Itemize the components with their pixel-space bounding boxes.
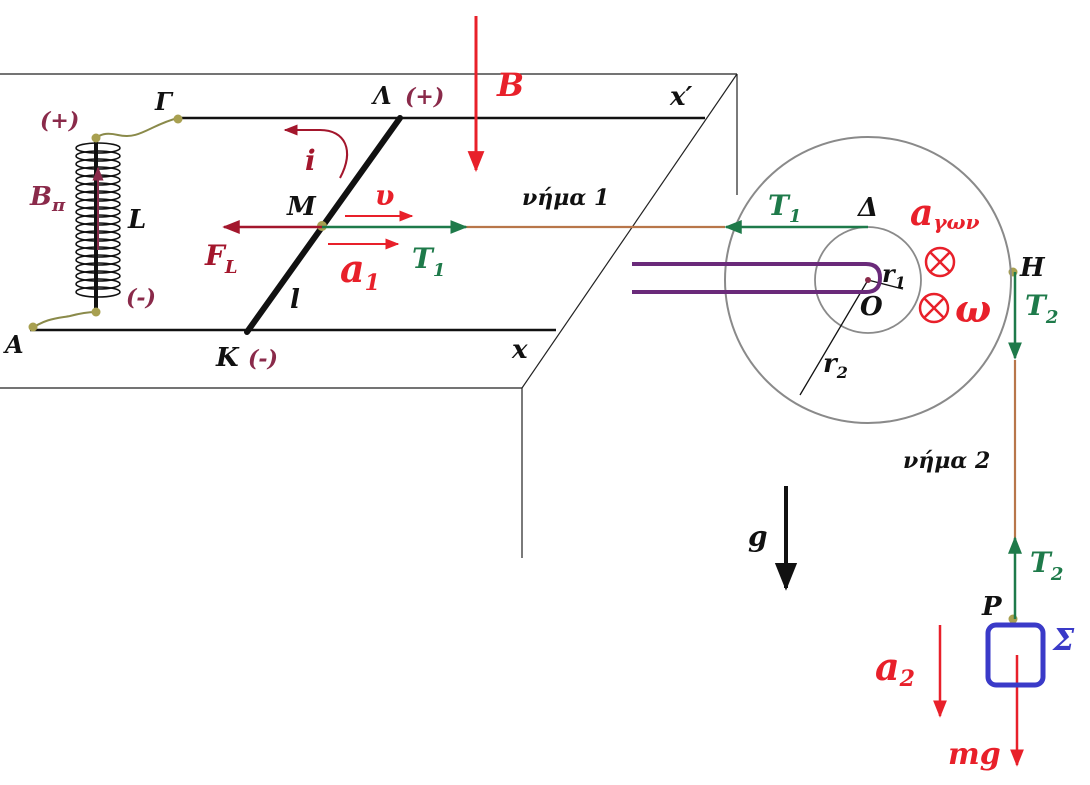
alpha-point xyxy=(28,322,38,332)
upper-lead xyxy=(95,117,179,139)
lorentz-force-label: FL xyxy=(204,239,238,278)
mass-block xyxy=(985,622,1046,688)
center-O-label: O xyxy=(860,292,883,322)
coil-plus-label: (+) xyxy=(40,108,79,134)
inductance-L-label: L xyxy=(127,205,146,235)
coil-turn xyxy=(75,262,121,274)
gamma-point xyxy=(173,114,183,124)
T2-top-label: T2 xyxy=(1025,289,1058,328)
T1-rod-label: T1 xyxy=(412,242,445,281)
table-outline xyxy=(0,73,738,558)
rod-length-l-label: l xyxy=(290,285,300,315)
coil-top-terminal xyxy=(91,133,101,143)
coil-turn xyxy=(75,278,121,290)
lambda-label: Λ xyxy=(371,81,392,110)
into-page-symbol-icon xyxy=(924,246,956,278)
lambda-sign-label: (+) xyxy=(405,84,444,110)
terminal-dots xyxy=(28,114,1018,624)
pulley-icon xyxy=(724,136,1012,424)
current-arrow xyxy=(283,124,349,179)
point-A-label: A xyxy=(3,330,24,359)
pulley-center xyxy=(865,277,871,283)
into-page-symbol-icon xyxy=(918,292,950,324)
angular-acceleration-label: aγων xyxy=(910,192,980,234)
rails xyxy=(30,116,705,332)
K-sign-label: (-) xyxy=(248,346,278,372)
coil-turn xyxy=(75,254,121,266)
gravity-g-label: g xyxy=(748,520,768,553)
radius-r1-label: r1 xyxy=(882,259,906,292)
r1-radius-line xyxy=(867,279,904,290)
current-i-label: i xyxy=(305,144,316,177)
axle-support xyxy=(632,262,883,294)
mass-sigma-label: Σ xyxy=(1052,623,1075,658)
lower-lead xyxy=(29,311,97,331)
weight-mg-label: mg xyxy=(948,737,1001,772)
point-delta-label: Δ xyxy=(856,193,878,223)
point-K-label: K xyxy=(215,343,240,373)
x-prime-label: x′ xyxy=(669,82,693,112)
acceleration-a2-label: a2 xyxy=(875,644,915,692)
point-H-label: H xyxy=(1019,253,1046,283)
coil-turn xyxy=(75,142,121,154)
T2-bottom-label: T2 xyxy=(1030,546,1063,585)
x-label: x xyxy=(511,335,528,365)
coil-minus-label: (-) xyxy=(126,285,156,311)
field-B-label: B xyxy=(496,66,524,104)
coil-turn xyxy=(75,150,121,162)
coil-turn xyxy=(75,270,121,282)
coil-bottom-terminal xyxy=(91,307,101,317)
gamma-label: Γ xyxy=(154,87,174,116)
r2-radius-line xyxy=(799,279,869,396)
T1-pulley-label: T1 xyxy=(768,189,801,227)
thread-1-label: νήμα 1 xyxy=(522,185,609,211)
coil-turn xyxy=(75,286,121,298)
angular-velocity-label: ω xyxy=(955,286,991,331)
B-pi-label: Bπ xyxy=(29,182,66,216)
thread-2-label: νήμα 2 xyxy=(903,448,990,474)
acceleration-a1-label: a1 xyxy=(340,246,380,296)
table-right-edge xyxy=(521,73,738,389)
point-P-label: P xyxy=(981,592,1003,622)
point-M-label: M xyxy=(286,192,317,222)
radius-r2-label: r2 xyxy=(823,349,848,382)
velocity-v-label: υ xyxy=(375,179,394,212)
